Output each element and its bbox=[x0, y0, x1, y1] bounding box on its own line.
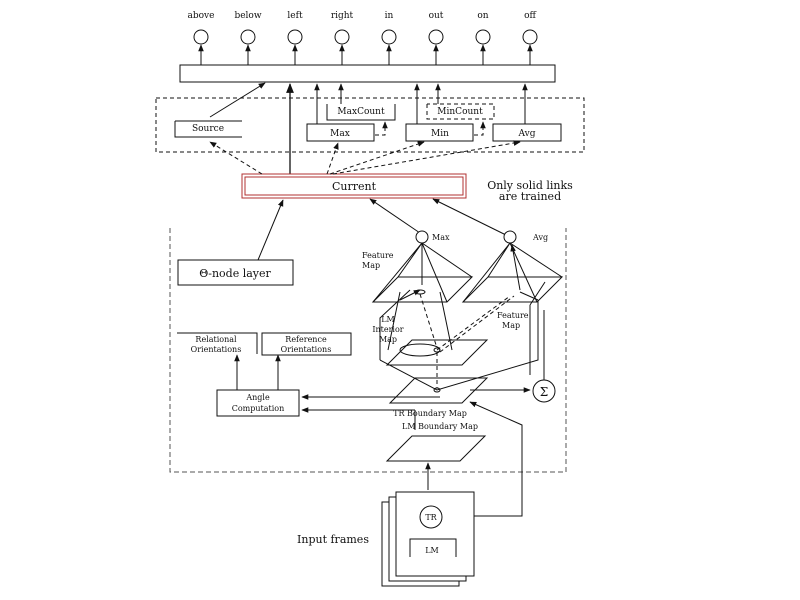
output-label: right bbox=[331, 11, 354, 21]
svg-text:Σ: Σ bbox=[540, 385, 548, 399]
svg-text:LM: LM bbox=[425, 546, 439, 555]
svg-text:Feature: Feature bbox=[497, 311, 529, 320]
note-line-2: are trained bbox=[499, 190, 561, 203]
source-to-output bbox=[209, 82, 266, 118]
avg-label: Avg bbox=[518, 129, 536, 139]
svg-text:Angle: Angle bbox=[245, 393, 270, 402]
avg-box: Avg bbox=[492, 123, 562, 142]
theta-node-layer: Θ-node layer bbox=[177, 259, 294, 286]
output-node bbox=[334, 29, 350, 45]
mincount-label: MinCount bbox=[437, 107, 483, 117]
max-label: Max bbox=[330, 129, 350, 139]
svg-text:Map: Map bbox=[362, 261, 380, 270]
min-label: Min bbox=[431, 129, 449, 139]
maxcount-label: MaxCount bbox=[337, 107, 385, 117]
svg-text:Max: Max bbox=[432, 233, 450, 242]
output-label: out bbox=[429, 11, 444, 21]
min-box: Min bbox=[405, 123, 474, 142]
source-label: Source bbox=[192, 124, 224, 134]
svg-text:TR: TR bbox=[425, 513, 437, 522]
svg-text:Interior: Interior bbox=[372, 325, 403, 334]
svg-text:Θ-node layer: Θ-node layer bbox=[199, 267, 271, 280]
svg-text:Feature: Feature bbox=[362, 251, 394, 260]
svg-text:LM Boundary Map: LM Boundary Map bbox=[402, 422, 478, 431]
output-label: on bbox=[477, 11, 488, 21]
lm-interior-map bbox=[385, 289, 515, 388]
output-nodes: above below left right in out on off bbox=[188, 11, 538, 65]
output-label: below bbox=[234, 11, 261, 21]
output-node bbox=[193, 29, 209, 45]
avg-node bbox=[503, 230, 517, 244]
svg-text:Map: Map bbox=[379, 335, 397, 344]
lm-boundary-map bbox=[385, 435, 487, 462]
output-node bbox=[475, 29, 491, 45]
tr-boundary-map bbox=[388, 377, 489, 404]
angle-computation: Angle Computation bbox=[216, 389, 300, 417]
output-node bbox=[287, 29, 303, 45]
output-label: left bbox=[287, 11, 303, 21]
output-node bbox=[240, 29, 256, 45]
svg-text:Orientations: Orientations bbox=[281, 345, 332, 354]
svg-text:Computation: Computation bbox=[232, 404, 285, 413]
svg-text:LM: LM bbox=[381, 315, 395, 324]
current-label: Current bbox=[332, 180, 377, 193]
svg-text:TR Boundary Map: TR Boundary Map bbox=[393, 409, 467, 418]
svg-text:Reference: Reference bbox=[285, 335, 327, 344]
svg-text:Relational: Relational bbox=[195, 335, 237, 344]
output-node bbox=[428, 29, 444, 45]
mincount-box: MinCount bbox=[426, 103, 495, 120]
output-label: off bbox=[524, 11, 536, 21]
output-bar bbox=[179, 64, 556, 83]
output-label: above bbox=[188, 11, 215, 21]
current-box: Current bbox=[241, 173, 467, 199]
max-box: Max bbox=[306, 123, 375, 142]
processing-group bbox=[169, 228, 567, 473]
input-frames: TR LM bbox=[381, 491, 475, 587]
note-line-1: Only solid links bbox=[487, 179, 573, 192]
svg-text:Map: Map bbox=[502, 321, 520, 330]
svg-text:Orientations: Orientations bbox=[191, 345, 242, 354]
svg-text:Avg: Avg bbox=[532, 233, 548, 242]
aggregator-group bbox=[155, 97, 585, 153]
max-node bbox=[415, 230, 429, 244]
relational-orientations: Relational Orientations bbox=[177, 332, 258, 354]
reference-orientations: Reference Orientations bbox=[261, 332, 352, 356]
output-node bbox=[522, 29, 538, 45]
maxcount-box: MaxCount bbox=[326, 104, 396, 121]
output-label: in bbox=[385, 11, 394, 21]
output-node bbox=[381, 29, 397, 45]
feature-map-right bbox=[461, 242, 564, 303]
source-box: Source bbox=[174, 120, 242, 138]
input-frames-label: Input frames bbox=[297, 533, 369, 546]
